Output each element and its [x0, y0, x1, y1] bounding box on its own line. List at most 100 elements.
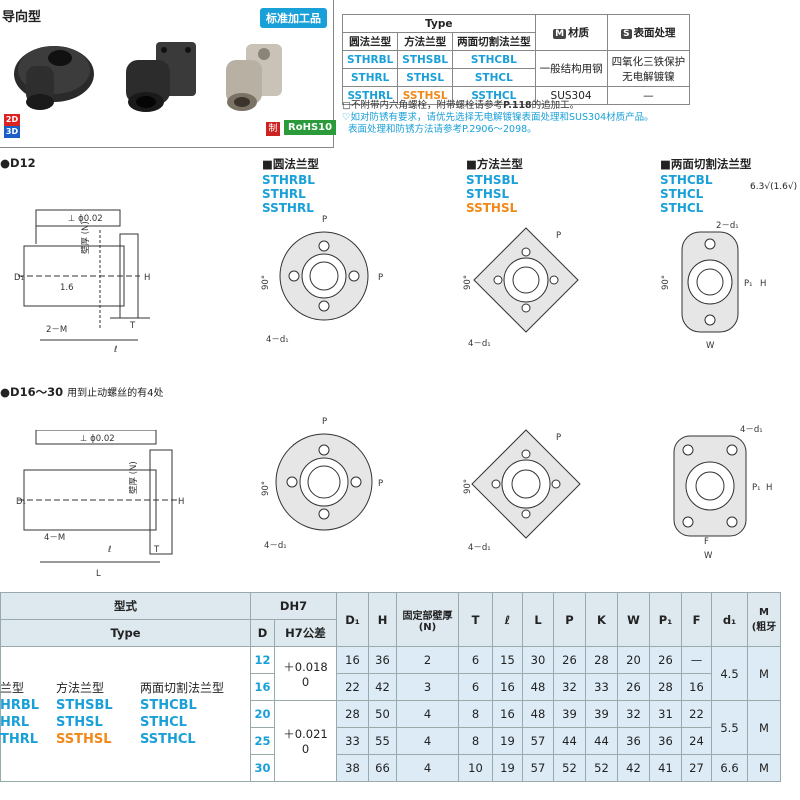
- h-l: ℓ: [492, 592, 523, 647]
- cell: 26: [617, 673, 650, 701]
- cell: 3: [396, 673, 459, 701]
- type-cell: STHSBL: [397, 50, 454, 69]
- h-model: 型式: [0, 592, 251, 620]
- t-label: T: [129, 321, 136, 331]
- cell: 44: [585, 727, 618, 755]
- badge-2d: 2D: [4, 114, 20, 126]
- svg-text:4－d₁: 4－d₁: [740, 425, 763, 435]
- cell: 36: [617, 727, 650, 755]
- section-d16-30-title: ●D16～30 用到止动螺丝的有4处: [0, 385, 164, 399]
- cell: 4.5: [711, 646, 748, 701]
- d1-label: D₁: [16, 497, 26, 507]
- cut-front-view-d12: 2－d₁ P₁ H W 90°: [661, 221, 766, 351]
- svg-text:P: P: [322, 215, 327, 225]
- cell: 26: [649, 646, 682, 674]
- d1-label: D₁: [14, 273, 24, 283]
- rohs-badge: RoHS10: [284, 120, 337, 135]
- cell: 38: [336, 754, 369, 782]
- round-view-title: ■圆法兰型: [262, 157, 319, 171]
- svg-text:P: P: [378, 273, 383, 283]
- product-photos: [14, 42, 282, 112]
- cell: 33: [336, 727, 369, 755]
- ra-label: 1.6: [60, 283, 74, 293]
- cell: 4: [396, 700, 459, 728]
- d-value: 20: [250, 700, 275, 728]
- seal-badge: 制: [266, 122, 280, 136]
- cell: 39: [585, 700, 618, 728]
- cell: 32: [617, 700, 650, 728]
- l-label: ℓ: [113, 345, 118, 355]
- page-title: 导向型: [2, 10, 42, 25]
- cell: 4: [396, 754, 459, 782]
- svg-text:P: P: [378, 479, 383, 489]
- cell: 36: [368, 646, 397, 674]
- type-cell: STHCL: [452, 68, 536, 87]
- cell: 30: [522, 646, 554, 674]
- cell: 33: [585, 673, 618, 701]
- cell: 52: [553, 754, 586, 782]
- tolerance-label: ⊥ ϕ0.02: [80, 434, 115, 444]
- cell: 4: [396, 727, 459, 755]
- cell: 8: [458, 727, 493, 755]
- svg-text:4－d₁: 4－d₁: [266, 335, 289, 345]
- badge-3d: 3D: [4, 126, 20, 138]
- cell: 39: [553, 700, 586, 728]
- svg-text:2－d₁: 2－d₁: [716, 221, 739, 231]
- m-label: 4－M: [44, 533, 65, 543]
- round-front-view-d12: P P 90° 4－d₁: [261, 215, 383, 345]
- cell: 22: [681, 700, 712, 728]
- type-cell: STHCBL: [452, 50, 536, 69]
- svg-text:90°: 90°: [463, 275, 473, 290]
- svg-text:90°: 90°: [261, 275, 271, 290]
- d-value: 16: [250, 673, 275, 701]
- cell: 52: [585, 754, 618, 782]
- section-d12-title: ●D12: [0, 156, 36, 170]
- cell: 42: [617, 754, 650, 782]
- cell: 8: [458, 700, 493, 728]
- svg-text:P₁: P₁: [744, 279, 753, 289]
- cell: 20: [617, 646, 650, 674]
- svg-text:P₁: P₁: [752, 483, 761, 493]
- h-type: Type: [0, 619, 251, 647]
- cell: 57: [522, 727, 554, 755]
- svg-text:W: W: [704, 551, 713, 560]
- h-p1: P₁: [649, 592, 682, 647]
- notes: ▢不附带内六角螺栓，附带螺栓请参考P.118的追加工。 ♡如对防锈有要求，请优先…: [342, 100, 654, 136]
- cell: M: [747, 754, 781, 782]
- cell: 48: [522, 700, 554, 728]
- material-icon: M: [553, 29, 567, 39]
- type-cell: SSTHCL: [452, 86, 536, 105]
- cell: 6.6: [711, 754, 748, 782]
- svg-text:H: H: [766, 483, 772, 493]
- d-value: 30: [250, 754, 275, 782]
- surface-roughness-note: 6.3√(1.6√): [750, 182, 798, 192]
- cell: 16: [681, 673, 712, 701]
- type-header: Type: [342, 14, 536, 33]
- cell: 2: [396, 646, 459, 674]
- wall-label: 壁厚 (N): [80, 221, 91, 254]
- cell: 16: [492, 673, 523, 701]
- side-view-d12: ⊥ ϕ0.02 壁厚 (N) D₁ H 2－M ℓ T 1.6: [14, 209, 150, 355]
- m-label: 2－M: [46, 325, 67, 335]
- note-2: ♡如对防锈有要求，请优先选择无电解镀镍表面处理和SUS304材质产品。: [342, 112, 654, 123]
- svg-text:90°: 90°: [261, 481, 271, 496]
- cell: 36: [649, 727, 682, 755]
- type-cell: STHSL: [397, 68, 454, 87]
- svg-text:90°: 90°: [463, 479, 473, 494]
- t-label: T: [153, 545, 160, 555]
- material-cell: 一般结构用钢: [534, 50, 608, 87]
- L-label: L: [96, 569, 101, 579]
- h-label: H: [144, 273, 150, 283]
- cell: 28: [649, 673, 682, 701]
- cell: 6: [458, 646, 493, 674]
- round-front-view-d16: P P 90° 4－d₁: [261, 417, 383, 551]
- cut-view-title: ■两面切割法兰型: [660, 157, 752, 171]
- col-round: 圆法兰型: [341, 32, 399, 51]
- cell: M: [747, 646, 781, 701]
